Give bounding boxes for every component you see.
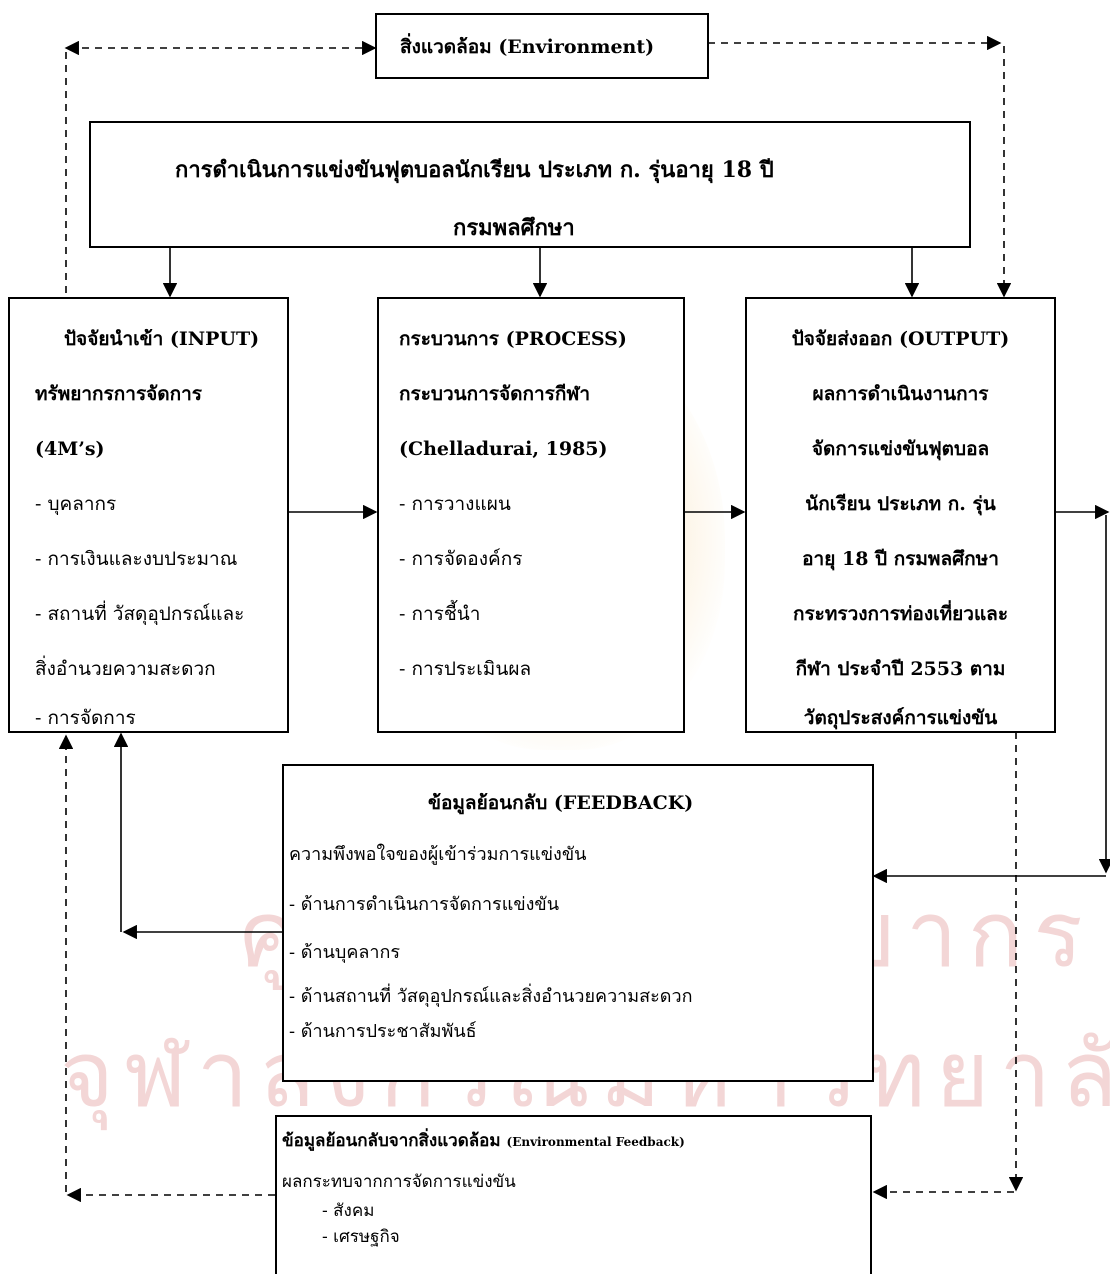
env-feedback-intro: ผลกระทบจากการจัดการแข่งขัน <box>282 1172 516 1192</box>
input-box: ปัจจัยนำเข้า (INPUT) ทรัพยากรการจัดการ (… <box>8 297 289 733</box>
title-line1: การดำเนินการแข่งขันฟุตบอลนักเรียน ประเภท… <box>175 157 774 183</box>
feedback-item: - ด้านการประชาสัมพันธ์ <box>289 1021 477 1042</box>
input-item: - การจัดการ <box>35 707 136 729</box>
output-line: อายุ 18 ปี กรมพลศึกษา <box>802 548 999 570</box>
output-line: จัดการแข่งขันฟุตบอล <box>811 438 990 460</box>
env-feedback-heading-th: ข้อมูลย้อนกลับจากสิ่งแวดล้อม <box>282 1131 501 1151</box>
output-heading: ปัจจัยส่งออก (OUTPUT) <box>791 328 1010 350</box>
env-feedback-item: - เศรษฐกิจ <box>322 1227 400 1247</box>
input-item: สิ่งอำนวยความสะดวก <box>35 658 216 680</box>
feedback-item: - ด้านการดำเนินการจัดการแข่งขัน <box>289 894 560 915</box>
output-line: กีฬา ประจำปี 2553 ตาม <box>795 658 1006 680</box>
process-item: - การวางแผน <box>399 493 511 515</box>
feedback-item: - ด้านบุคลากร <box>289 942 401 963</box>
input-item: - บุคลากร <box>35 493 117 515</box>
output-line: ผลการดำเนินงานการ <box>812 383 989 405</box>
feedback-heading: ข้อมูลย้อนกลับ (FEEDBACK) <box>428 792 694 814</box>
env-feedback-heading: ข้อมูลย้อนกลับจากสิ่งแวดล้อม (Environmen… <box>282 1133 685 1150</box>
feedback-item: - ด้านสถานที่ วัสดุอุปกรณ์และสิ่งอำนวยคว… <box>289 986 693 1007</box>
process-box: กระบวนการ (PROCESS) กระบวนการจัดการกีฬา … <box>377 297 685 733</box>
process-item: - การประเมินผล <box>399 658 532 680</box>
environment-label: สิ่งแวดล้อม (Environment) <box>400 36 655 58</box>
process-heading: กระบวนการ (PROCESS) <box>399 328 627 350</box>
input-subheading2: (4M’s) <box>35 438 105 460</box>
environment-box: สิ่งแวดล้อม (Environment) <box>375 13 709 79</box>
title-line2: กรมพลศึกษา <box>453 215 575 241</box>
input-item: - สถานที่ วัสดุอุปกรณ์และ <box>35 603 245 625</box>
output-line: กระทรวงการท่องเที่ยวและ <box>792 603 1009 625</box>
output-line: วัตถุประสงค์การแข่งขัน <box>803 707 998 729</box>
env-feedback-box: ข้อมูลย้อนกลับจากสิ่งแวดล้อม (Environmen… <box>275 1115 872 1274</box>
feedback-box: ข้อมูลย้อนกลับ (FEEDBACK) ความพึงพอใจของ… <box>282 764 874 1082</box>
feedback-intro: ความพึงพอใจของผู้เข้าร่วมการแข่งขัน <box>289 844 587 865</box>
output-box: ปัจจัยส่งออก (OUTPUT) ผลการดำเนินงานการ … <box>745 297 1056 733</box>
output-line: นักเรียน ประเภท ก. รุ่น <box>805 493 996 515</box>
input-subheading: ทรัพยากรการจัดการ <box>35 383 202 405</box>
process-item: - การจัดองค์กร <box>399 548 523 570</box>
env-feedback-item: - สังคม <box>322 1201 375 1221</box>
env-feedback-heading-en: (Environmental Feedback) <box>506 1135 685 1149</box>
process-item: - การชี้นำ <box>399 603 481 625</box>
input-item: - การเงินและงบประมาณ <box>35 548 238 570</box>
input-heading: ปัจจัยนำเข้า (INPUT) <box>64 328 260 350</box>
title-box: การดำเนินการแข่งขันฟุตบอลนักเรียน ประเภท… <box>89 121 971 248</box>
process-subheading: กระบวนการจัดการกีฬา <box>399 383 591 405</box>
process-subheading2: (Chelladurai, 1985) <box>399 438 608 460</box>
